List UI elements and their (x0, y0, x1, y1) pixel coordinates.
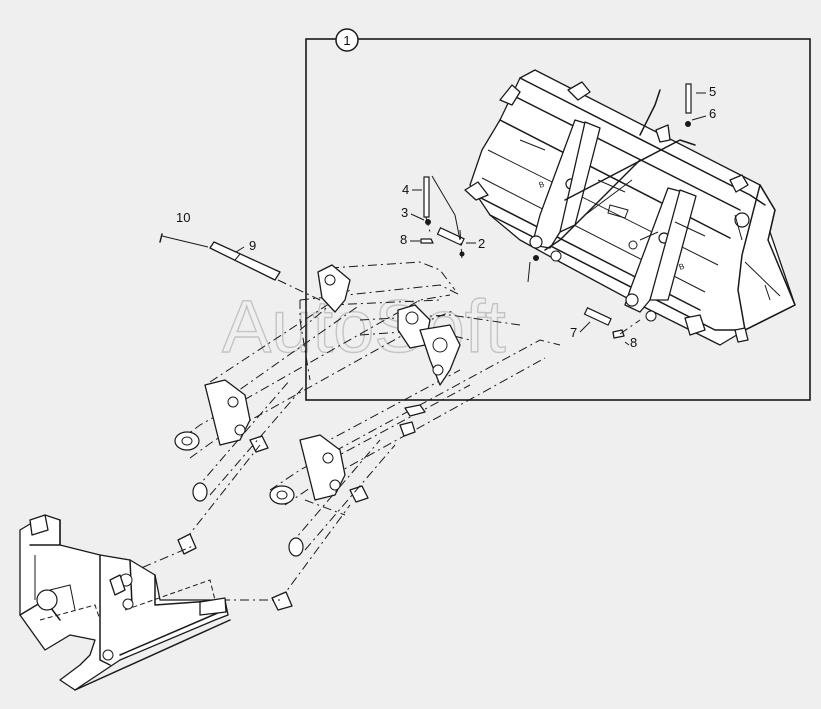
callout-labels: 5 6 4 3 8 2 7 8 10 9 (176, 84, 716, 350)
callout-8-left: 8 (400, 232, 407, 247)
long-pin-part (423, 176, 430, 218)
svg-text:B: B (538, 180, 546, 190)
callout-4: 4 (402, 182, 409, 197)
callout-6: 6 (709, 106, 716, 121)
lower-bolt-part (612, 329, 625, 339)
cross-pin-part (436, 226, 465, 246)
callout-8-right: 8 (630, 335, 637, 350)
svg-text:B: B (678, 262, 686, 272)
loader-arm-assembly (124, 261, 561, 611)
upper-link-assembly (159, 233, 321, 301)
bucket-detail-frame: 1 (305, 28, 811, 401)
callout-7: 7 (570, 325, 577, 340)
washer-part (425, 219, 431, 225)
pin-set-left (420, 175, 465, 261)
callout-10: 10 (176, 210, 190, 225)
callout-2: 2 (478, 236, 485, 251)
callout-5: 5 (709, 84, 716, 99)
loader-bucket: B B (464, 69, 796, 346)
lower-pin-part (583, 306, 612, 326)
callout-9: 9 (249, 238, 256, 253)
group-number-circle (335, 28, 359, 52)
pin-set-right (583, 83, 692, 339)
watermark-text: AutoSoft (222, 285, 506, 368)
group-number-label: 1 (343, 33, 350, 48)
bucket-pin-part (685, 83, 692, 114)
loader-mount-frame (19, 514, 231, 691)
link-rod-part (209, 241, 281, 281)
bucket-washer-part (685, 121, 691, 127)
bolt-part (420, 238, 434, 244)
callout-3: 3 (401, 205, 408, 220)
